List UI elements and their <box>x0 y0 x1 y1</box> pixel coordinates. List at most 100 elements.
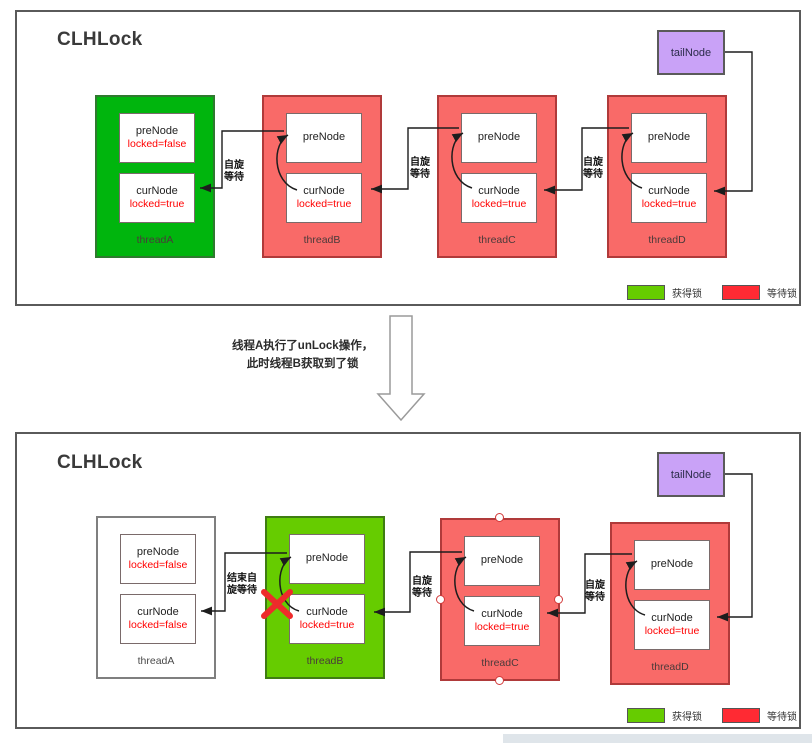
legend-acquired-bottom: 获得锁 <box>627 708 702 723</box>
node-name: curNode <box>481 607 523 620</box>
node-curnode-threadC-top[interactable]: curNode locked=true <box>461 173 537 223</box>
transition-caption: 线程A执行了unLock操作， 此时线程B获取到了锁 <box>232 338 373 374</box>
spin-wait-label-threadD-top: 自旋 等待 <box>583 157 603 180</box>
node-prenode-threadC-top[interactable]: preNode <box>461 113 537 163</box>
node-name: curNode <box>137 605 179 618</box>
legend-swatch-green-icon <box>627 708 665 723</box>
transition-caption-line1: 线程A执行了unLock操作， <box>232 340 374 352</box>
thread-box-threadA-top[interactable]: preNode locked=false curNode locked=true… <box>95 95 215 258</box>
legend-swatch-green-icon <box>627 285 665 300</box>
spin-wait-line1: 自旋 <box>224 160 244 171</box>
thread-label: threadA <box>137 655 175 667</box>
spin-wait-line2: 旋等待 <box>227 584 257 596</box>
node-name: preNode <box>480 554 524 567</box>
spin-wait-line2: 等待 <box>583 168 603 180</box>
spin-wait-line1: 自旋 <box>585 580 605 591</box>
tail-node-label: tailNode <box>670 46 712 59</box>
node-name: curNode <box>651 611 693 624</box>
legend-label: 等待锁 <box>767 289 797 300</box>
transition-caption-line2: 此时线程B获取到了锁 <box>246 357 359 370</box>
spin-wait-line2: 等待 <box>412 587 432 599</box>
node-prenode-threadB-top[interactable]: preNode <box>286 113 362 163</box>
node-name: preNode <box>477 131 521 144</box>
spin-wait-line1: 结束自 <box>227 573 257 584</box>
node-prenode-threadB-bottom[interactable]: preNode <box>289 534 365 584</box>
node-curnode-threadA-bottom[interactable]: curNode locked=false <box>120 594 196 644</box>
resize-handle-top[interactable] <box>495 513 504 522</box>
node-locked-value: locked=true <box>129 198 185 211</box>
spin-wait-line1: 自旋 <box>583 157 603 168</box>
node-name: curNode <box>303 184 345 197</box>
spin-wait-label-threadC-top: 自旋 等待 <box>410 157 430 180</box>
thread-label: threadB <box>306 655 344 667</box>
thread-box-threadA-bottom[interactable]: preNode locked=false curNode locked=fals… <box>96 516 216 679</box>
thread-label: threadB <box>303 234 341 246</box>
spin-wait-line2: 等待 <box>410 168 430 180</box>
node-prenode-threadA-bottom[interactable]: preNode locked=false <box>120 534 196 584</box>
thread-label: threadC <box>481 657 519 669</box>
thread-box-threadC-top[interactable]: preNode curNode locked=true threadC <box>437 95 557 258</box>
node-name: preNode <box>647 131 691 144</box>
spin-wait-label-threadC-bottom: 自旋 等待 <box>412 576 432 599</box>
legend-label: 等待锁 <box>767 712 797 723</box>
node-name: preNode <box>136 545 180 558</box>
node-locked-value: locked=true <box>641 198 697 211</box>
spin-wait-line2: 等待 <box>585 591 605 603</box>
legend-waiting-bottom: 等待锁 <box>722 708 797 723</box>
thread-box-threadD-top[interactable]: preNode curNode locked=true threadD <box>607 95 727 258</box>
legend-swatch-red-icon <box>722 708 760 723</box>
node-name: curNode <box>648 184 690 197</box>
node-locked-value: locked=true <box>474 621 530 634</box>
resize-handle-left[interactable] <box>436 595 445 604</box>
tail-node-top[interactable]: tailNode <box>657 30 725 75</box>
page-title-bottom: CLHLock <box>57 452 143 473</box>
resize-handle-bottom[interactable] <box>495 676 504 685</box>
node-locked-value: locked=true <box>644 625 700 638</box>
page-title-top: CLHLock <box>57 29 143 50</box>
thread-label: threadA <box>136 234 174 246</box>
node-curnode-threadC-bottom[interactable]: curNode locked=true <box>464 596 540 646</box>
thread-label: threadD <box>648 234 686 246</box>
node-curnode-threadD-top[interactable]: curNode locked=true <box>631 173 707 223</box>
legend-label: 获得锁 <box>672 712 702 723</box>
node-locked-value: locked=true <box>299 619 355 632</box>
arrow-transition-down <box>376 315 426 422</box>
legend-swatch-red-icon <box>722 285 760 300</box>
node-prenode-threadC-bottom[interactable]: preNode <box>464 536 540 586</box>
node-name: preNode <box>302 131 346 144</box>
thread-box-threadB-top[interactable]: preNode curNode locked=true threadB <box>262 95 382 258</box>
node-name: preNode <box>135 124 179 137</box>
spin-wait-label-threadB-bottom: 结束自 旋等待 <box>227 573 257 596</box>
node-name: curNode <box>478 184 520 197</box>
node-prenode-threadA-top[interactable]: preNode locked=false <box>119 113 195 163</box>
tail-node-bottom[interactable]: tailNode <box>657 452 725 497</box>
node-curnode-threadD-bottom[interactable]: curNode locked=true <box>634 600 710 650</box>
spin-wait-label-threadB-top: 自旋 等待 <box>224 160 244 183</box>
legend-waiting-top: 等待锁 <box>722 285 797 300</box>
tail-node-label: tailNode <box>670 468 712 481</box>
spin-wait-line2: 等待 <box>224 171 244 183</box>
node-name: preNode <box>650 558 694 571</box>
node-curnode-threadB-top[interactable]: curNode locked=true <box>286 173 362 223</box>
node-locked-value: locked=false <box>128 559 188 572</box>
node-name: curNode <box>136 184 178 197</box>
node-locked-value: locked=false <box>128 619 188 632</box>
horizontal-scrollbar[interactable] <box>503 734 812 743</box>
node-locked-value: locked=true <box>471 198 527 211</box>
node-prenode-threadD-top[interactable]: preNode <box>631 113 707 163</box>
legend-label: 获得锁 <box>672 289 702 300</box>
resize-handle-right[interactable] <box>554 595 563 604</box>
thread-box-threadC-bottom[interactable]: preNode curNode locked=true threadC <box>440 518 560 681</box>
spin-wait-label-threadD-bottom: 自旋 等待 <box>585 580 605 603</box>
legend-acquired-top: 获得锁 <box>627 285 702 300</box>
node-locked-value: locked=false <box>127 138 187 151</box>
node-prenode-threadD-bottom[interactable]: preNode <box>634 540 710 590</box>
spin-wait-line1: 自旋 <box>410 157 430 168</box>
thread-label: threadC <box>478 234 516 246</box>
node-curnode-threadB-bottom[interactable]: curNode locked=true <box>289 594 365 644</box>
thread-box-threadB-bottom[interactable]: preNode curNode locked=true threadB <box>265 516 385 679</box>
node-name: preNode <box>305 552 349 565</box>
node-curnode-threadA-top[interactable]: curNode locked=true <box>119 173 195 223</box>
node-locked-value: locked=true <box>296 198 352 211</box>
thread-box-threadD-bottom[interactable]: preNode curNode locked=true threadD <box>610 522 730 685</box>
